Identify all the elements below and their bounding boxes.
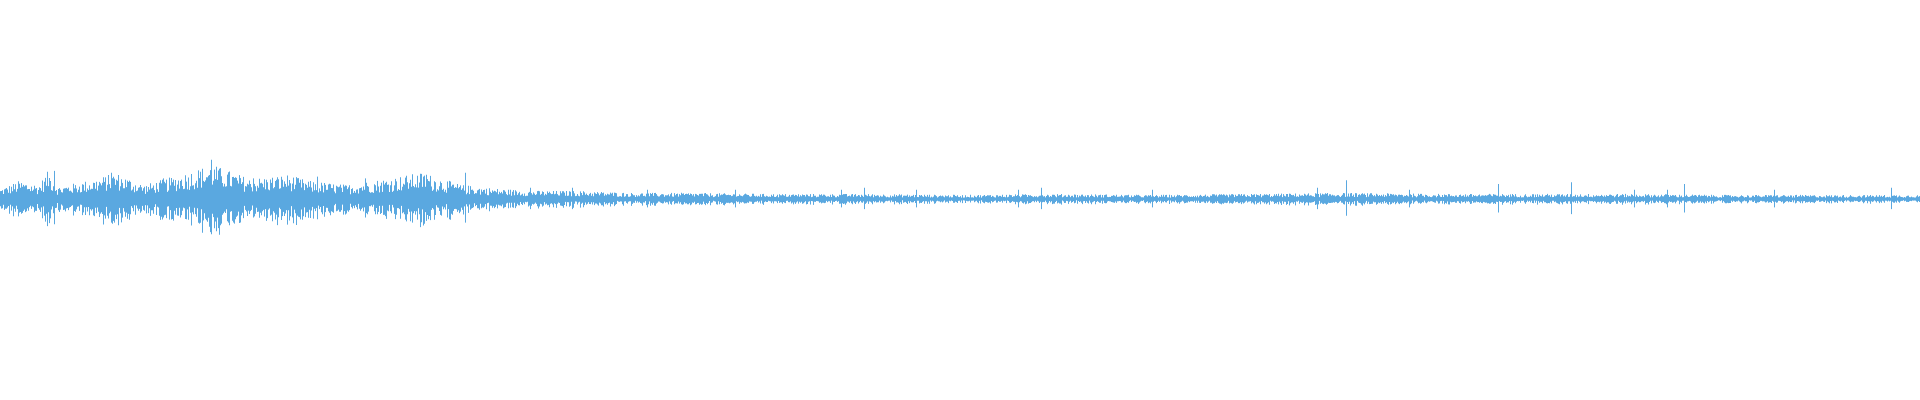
waveform-trace — [0, 159, 1920, 235]
